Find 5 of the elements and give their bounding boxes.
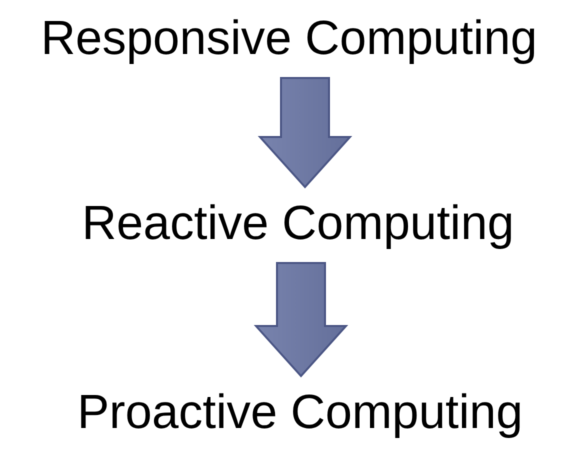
stage-label: Reactive Computing [82,193,514,255]
block-arrow [254,262,348,378]
stage-label: Responsive Computing [40,8,538,70]
stage-label: Proactive Computing [77,382,523,444]
block-arrow [258,77,352,188]
